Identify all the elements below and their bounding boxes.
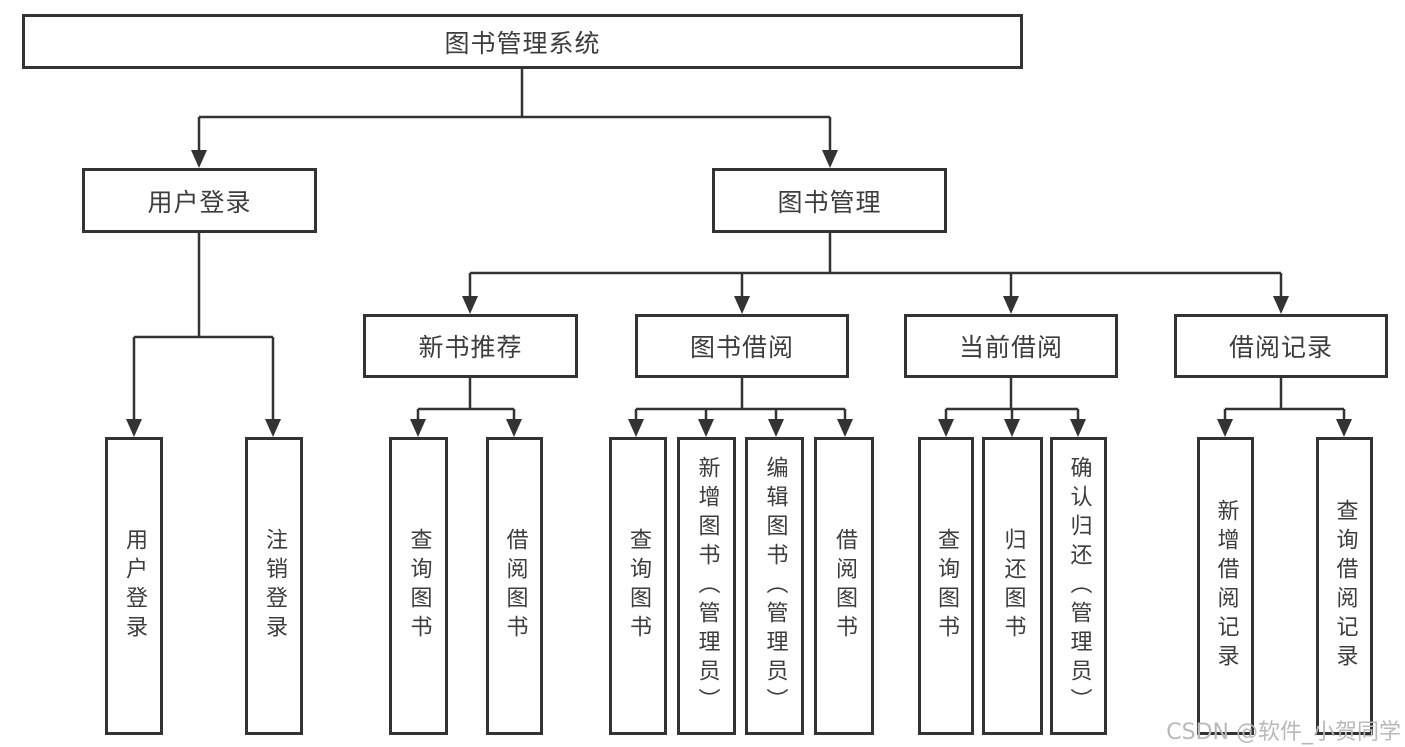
leaf-edit-book-admin: 编辑图书（管理员）	[745, 437, 804, 735]
node-label: 确认归还（管理员）	[1066, 455, 1092, 717]
node-label: 图书借阅	[689, 333, 794, 362]
node-label: 图书管理系统	[444, 28, 601, 58]
leaf-confirm-return-admin: 确认归还（管理员）	[1050, 437, 1107, 735]
leaf-query-books-recommend: 查询图书	[389, 437, 448, 735]
node-label: 借阅记录	[1228, 333, 1333, 362]
node-label: 查询图书	[406, 528, 432, 644]
node-label: 借阅图书	[502, 528, 528, 644]
leaf-return-books: 归还图书	[982, 437, 1043, 735]
leaf-user-login: 用户登录	[105, 437, 163, 735]
node-label: 查询图书	[626, 528, 651, 644]
leaf-query-books-borrow: 查询图书	[609, 437, 667, 735]
node-label: 新书推荐	[418, 333, 523, 362]
leaf-add-borrow-record: 新增借阅记录	[1197, 437, 1254, 735]
node-label: 用户登录	[122, 528, 147, 644]
node-label: 借阅图书	[832, 528, 857, 644]
node-new-book-recommend: 新书推荐	[363, 314, 578, 378]
node-current-borrow: 当前借阅	[904, 314, 1118, 378]
node-book-borrow: 图书借阅	[635, 314, 849, 378]
node-label: 新增借阅记录	[1213, 499, 1239, 673]
node-label: 查询借阅记录	[1332, 499, 1358, 673]
node-label: 归还图书	[1000, 528, 1026, 644]
leaf-borrow-books: 借阅图书	[814, 437, 874, 735]
leaf-add-book-admin: 新增图书（管理员）	[677, 437, 736, 735]
leaf-query-books-current: 查询图书	[918, 437, 974, 735]
leaf-query-borrow-record: 查询借阅记录	[1316, 437, 1373, 735]
node-label: 注销登录	[262, 528, 287, 644]
watermark-text: CSDN @软件_小贺同学	[1166, 720, 1401, 745]
node-book-management: 图书管理	[712, 168, 947, 233]
node-borrow-records: 借阅记录	[1174, 314, 1388, 378]
node-label: 图书管理	[777, 187, 882, 217]
node-label: 查询图书	[934, 528, 959, 644]
node-user-login: 用户登录	[82, 168, 317, 233]
node-library-management-system: 图书管理系统	[22, 14, 1023, 69]
leaf-logout: 注销登录	[245, 437, 303, 735]
node-label: 用户登录	[147, 187, 252, 217]
node-label: 编辑图书（管理员）	[762, 455, 788, 717]
node-label: 新增图书（管理员）	[694, 455, 720, 717]
leaf-borrow-books-recommend: 借阅图书	[486, 437, 543, 735]
node-label: 当前借阅	[958, 333, 1063, 362]
